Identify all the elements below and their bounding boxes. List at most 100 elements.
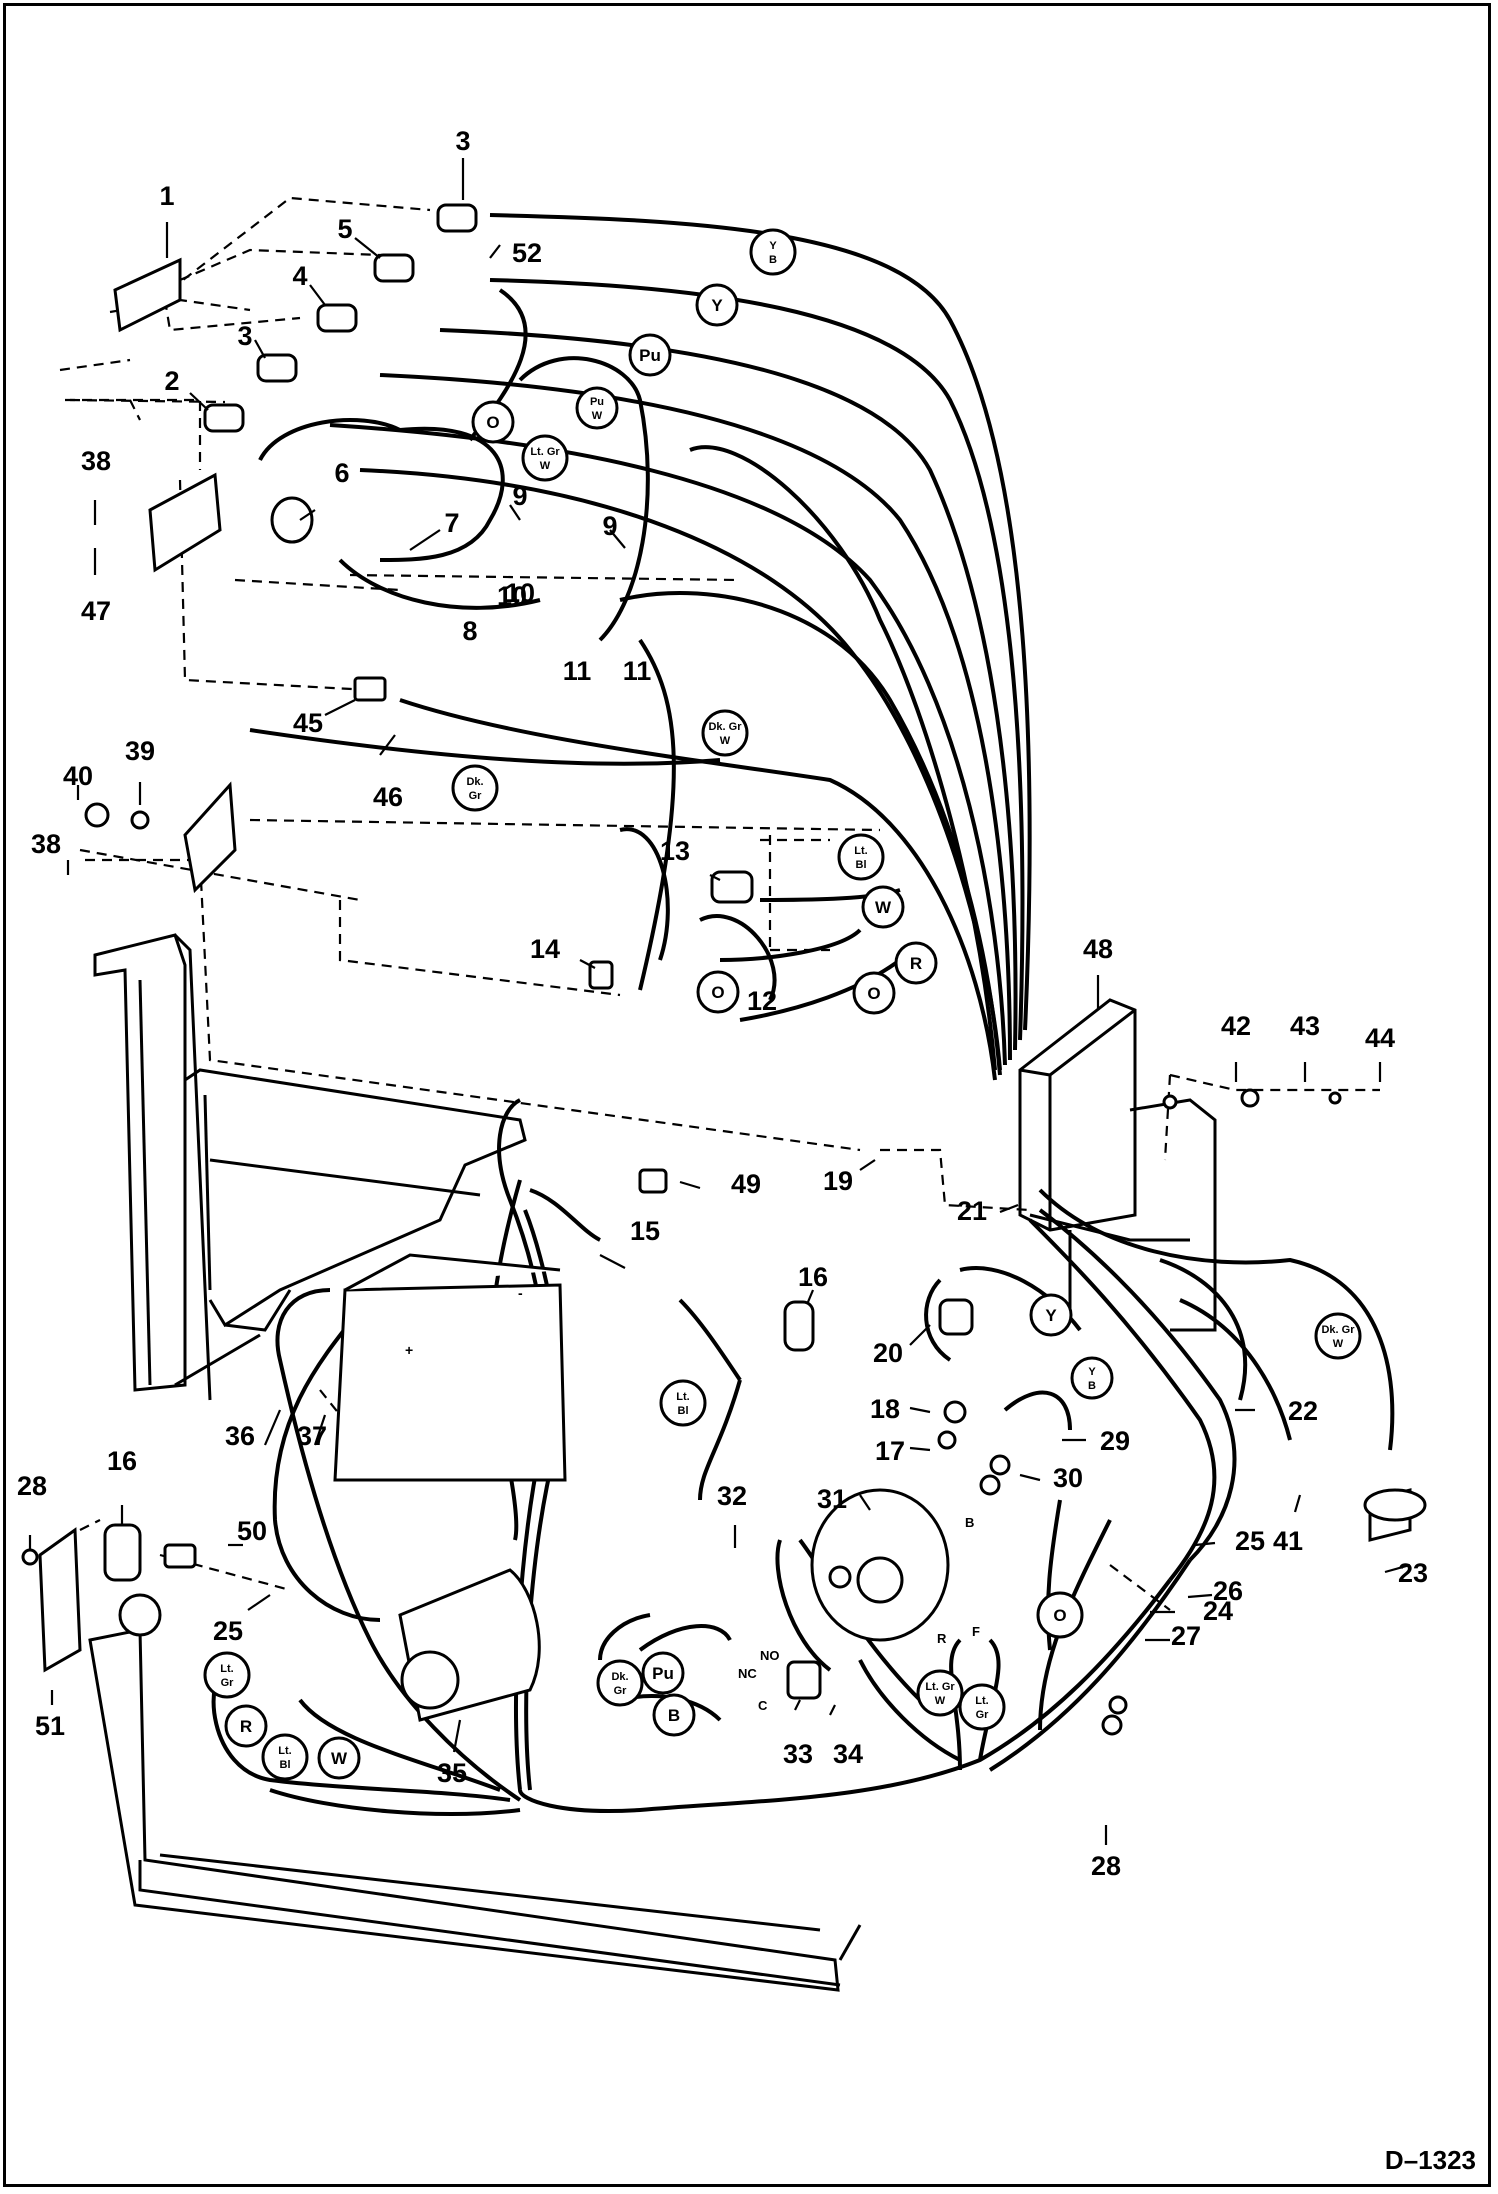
part-number-31: 31: [817, 1484, 847, 1514]
battery-negative: -: [518, 1285, 523, 1301]
part-number-9: 9: [512, 481, 527, 511]
washer-39: [130, 810, 150, 830]
components: [21, 203, 1427, 1736]
part-number-8: 8: [462, 616, 477, 646]
sender: [588, 960, 614, 990]
wire-tag: Dk. Gr: [451, 764, 499, 812]
wire-tag: Lt. GrW: [916, 1669, 964, 1717]
wire-tag: Y: [695, 283, 739, 327]
part-number-46: 46: [373, 782, 403, 812]
part-number-4: 4: [292, 261, 307, 291]
wire-tag-text: O: [1053, 1606, 1066, 1625]
part-number-25: 25: [213, 1616, 243, 1646]
wire-tag-text: Gr: [221, 1677, 235, 1689]
wire-tag-text: Pu: [639, 346, 661, 365]
part-number-28: 28: [17, 1471, 47, 1501]
part-number-42: 42: [1221, 1011, 1251, 1041]
wire-tag-text: W: [935, 1695, 946, 1707]
wire-tag-text: Dk. Gr: [708, 721, 742, 733]
clamp-50: [163, 1543, 197, 1569]
pressure-switch: [710, 870, 754, 904]
part-number-43: 43: [1290, 1011, 1320, 1041]
wire-tag-text: Gr: [976, 1709, 990, 1721]
wire-tag-text: Y: [1088, 1366, 1096, 1378]
part-number-7: 7: [444, 508, 459, 538]
wire-tag-text: R: [240, 1717, 252, 1736]
component-20: [938, 1298, 974, 1336]
wire-tag: Y: [1029, 1293, 1073, 1337]
wire-tag: Pu: [641, 1651, 685, 1695]
wire-tag-text: Dk.: [611, 1671, 628, 1683]
wire-tag-text: O: [711, 983, 724, 1002]
wire-tag-text: Bl: [856, 859, 867, 871]
switch-4: [316, 303, 358, 333]
wire-tag-text: Pu: [652, 1664, 674, 1683]
wire-tag-text: Y: [769, 240, 777, 252]
part-number-12: 12: [747, 986, 777, 1016]
wire-tag-text: W: [540, 460, 551, 472]
diagram-border: [3, 3, 1491, 2187]
wire-tag: O: [852, 971, 896, 1015]
wire-tag-text: Lt.: [854, 845, 867, 857]
part-number-2: 2: [164, 366, 179, 396]
part-number-47: 47: [81, 596, 111, 626]
wire-tag: R: [894, 941, 938, 985]
wire-tag-text: Lt. Gr: [530, 446, 560, 458]
part-number-13: 13: [660, 836, 690, 866]
wire-tag-text: W: [1333, 1338, 1344, 1350]
part-number-32: 32: [717, 1481, 747, 1511]
bracket-51: [38, 1527, 82, 1673]
wire-tag: Lt.Bl: [659, 1379, 707, 1427]
wire-tag: Dk.Gr: [596, 1659, 644, 1707]
part-number-28: 28: [1091, 1851, 1121, 1881]
wire-tag: PuW: [575, 386, 619, 430]
part-number-25: 25: [1235, 1526, 1265, 1556]
wire-tag-text: W: [720, 735, 731, 747]
wire-tag: O: [1036, 1591, 1084, 1639]
wire-tag: Lt. Gr W: [521, 434, 569, 482]
part-number-18: 18: [870, 1394, 900, 1424]
wire-tag-text: Y: [711, 296, 723, 315]
wire-tag-text: Gr: [469, 790, 483, 802]
wire-tag-text: Dk. Gr: [1321, 1324, 1355, 1336]
wire-tag-text: B: [668, 1706, 680, 1725]
wire-tag: W: [861, 885, 905, 929]
wire-tag: B: [652, 1693, 696, 1737]
battery-positive: +: [405, 1342, 413, 1358]
wire-tag-text: O: [486, 413, 499, 432]
part-number-44: 44: [1365, 1023, 1395, 1053]
wire-tag: YB: [1070, 1356, 1114, 1400]
wire-tag-text: W: [875, 898, 892, 917]
machine-frame: [88, 933, 1217, 1992]
part-number-21: 21: [957, 1196, 987, 1226]
wire-tag-text: W: [331, 1749, 348, 1768]
part-number-11: 11: [623, 656, 652, 686]
terminal-labels: NO NC C B R F + -: [405, 1285, 980, 1713]
wire-tag-text: Lt.: [220, 1663, 233, 1675]
wire-tag-text: Dk.: [466, 776, 483, 788]
terminal-nc: NC: [738, 1666, 757, 1681]
wire-tag: Pu: [628, 333, 672, 377]
part-number-41: 41: [1273, 1526, 1303, 1556]
switch-3-top: [436, 203, 478, 233]
part-number-36: 36: [225, 1421, 255, 1451]
part-number-27: 27: [1171, 1621, 1201, 1651]
part-number-10: 10: [497, 581, 527, 611]
part-number-6: 6: [334, 458, 349, 488]
part-number-50: 50: [237, 1516, 267, 1546]
relay: [353, 676, 387, 702]
part-number-37: 37: [297, 1421, 327, 1451]
wire-tag: Lt. Bl: [837, 833, 885, 881]
part-number-30: 30: [1053, 1463, 1083, 1493]
wire-tag: O: [696, 970, 740, 1014]
switch-2: [203, 403, 245, 433]
part-number-19: 19: [823, 1166, 853, 1196]
wire-harness: [211, 213, 1395, 1816]
part-number-15: 15: [630, 1216, 660, 1246]
part-number-45: 45: [293, 708, 323, 738]
part-number-16: 16: [107, 1446, 137, 1476]
wire-tag-text: Bl: [678, 1405, 689, 1417]
wire-tag: W: [317, 1736, 361, 1780]
